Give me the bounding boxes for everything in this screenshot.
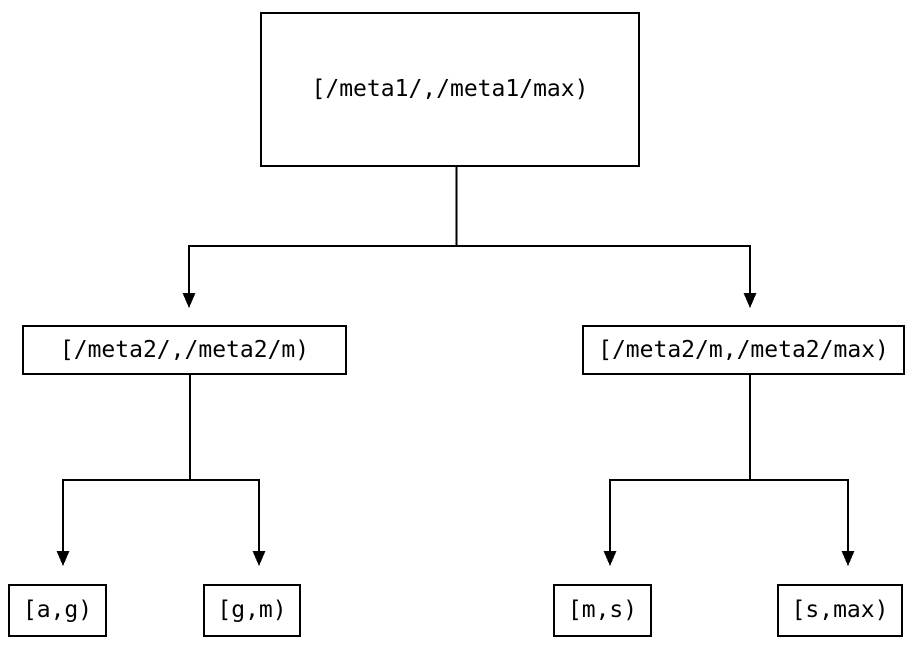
node-root-meta1-range: [/meta1/,/meta1/max) <box>260 12 640 167</box>
node-meta2-right-range: [/meta2/m,/meta2/max) <box>582 325 905 375</box>
arrowhead-into-gm-icon <box>252 551 266 566</box>
node-leaf-gm-range: [g,m) <box>203 584 301 637</box>
node-leaf-ag-range: [a,g) <box>8 584 107 637</box>
arrowhead-into-smax-icon <box>841 551 855 566</box>
arrowhead-into-ms-icon <box>603 551 617 566</box>
node-leaf-ms-range: [m,s) <box>553 584 652 637</box>
arrowhead-into-ag-icon <box>56 551 70 566</box>
node-leaf-smax-range: [s,max) <box>777 584 903 637</box>
arrowhead-into-meta2-right-icon <box>743 293 757 308</box>
arrowhead-into-meta2-left-icon <box>182 293 196 308</box>
node-meta2-left-range: [/meta2/,/meta2/m) <box>22 325 347 375</box>
